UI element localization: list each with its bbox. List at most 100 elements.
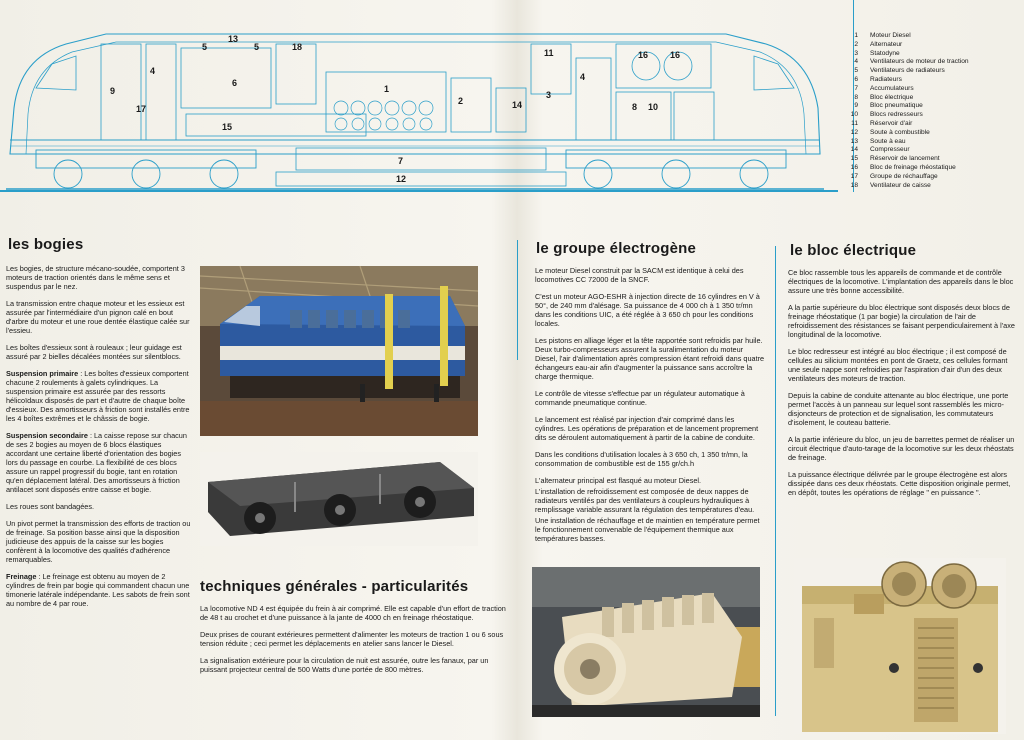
legend-number: 8: [854, 93, 858, 101]
legend-item: 9 Bloc pneumatique: [840, 102, 1020, 111]
paragraph: La signalisation extérieure pour la circ…: [200, 656, 489, 674]
paragraph-body: : Les boîtes d'essieux comportent chacun…: [6, 369, 190, 423]
diagram-label: 9: [110, 86, 116, 96]
legend-item: 6 Radiateurs: [840, 76, 1020, 85]
legend-number: 3: [854, 49, 858, 57]
legend-number: 6: [854, 75, 858, 83]
legend-number: 15: [850, 155, 858, 163]
legend-number: 13: [850, 137, 858, 145]
diagram-label: 5: [254, 42, 260, 52]
legend-number: 10: [850, 111, 858, 119]
legend-text: Bloc pneumatique: [870, 102, 923, 110]
electrical-block-photo: [794, 558, 1006, 734]
column-rule: [517, 240, 518, 360]
legend-separator: [853, 0, 854, 192]
legend-text: Statodyne: [870, 49, 900, 57]
bogies-text: Les bogies, de structure mécano-soudée, …: [6, 264, 194, 616]
paragraph: Depuis la cabine de conduite attenante a…: [788, 391, 1009, 427]
legend-number: 12: [850, 128, 858, 136]
paragraph: Les boîtes d'essieux sont à rouleaux ; l…: [6, 343, 182, 361]
paragraph: Suspension secondaire : La caisse repose…: [6, 431, 194, 494]
paragraph: Les bogies, de structure mécano-soudée, …: [6, 264, 185, 291]
paragraph: A la partie inférieure du bloc, un jeu d…: [788, 435, 1015, 462]
diagram-label: 10: [648, 102, 659, 112]
diagram-label: 6: [232, 78, 238, 88]
bogies-heading: les bogies: [8, 236, 84, 253]
legend-text: Moteur Diesel: [870, 32, 911, 39]
groupe-heading: le groupe électrogène: [536, 240, 697, 257]
paragraph: Suspension primaire : Les boîtes d'essie…: [6, 369, 194, 423]
diagram-label: 8: [632, 102, 638, 112]
paragraph: La locomotive ND 4 est équipée du frein …: [200, 604, 506, 622]
bogie-photo: [200, 452, 478, 546]
legend-item: 12 Soute à combustible: [840, 129, 1020, 138]
legend-item: 1 Moteur Diesel: [840, 32, 1020, 41]
legend-number: 11: [851, 119, 858, 127]
paragraph: Le moteur Diesel construit par la SACM e…: [535, 266, 744, 284]
legend-item: 13 Soute à eau: [840, 138, 1020, 147]
legend-item: 8 Bloc électrique: [840, 94, 1020, 103]
legend-text: Soute à eau: [870, 137, 906, 145]
paragraph: C'est un moteur AGO-ESHR à injection dir…: [535, 292, 760, 328]
legend-item: 15 Réservoir de lancement: [840, 155, 1020, 164]
diagram-label: 13: [228, 34, 239, 44]
paragraph-body: : Le freinage est obtenu au moyen de 2 c…: [6, 572, 190, 608]
legend-item: 10 Blocs redresseurs: [840, 111, 1020, 120]
legend-text: Soute à combustible: [870, 128, 930, 136]
column-rule: [775, 246, 776, 716]
paragraph: L'alternateur principal est flasqué au m…: [535, 476, 702, 485]
diagram-label: 11: [544, 48, 554, 58]
bloc-text: Ce bloc rassemble tous les appareils de …: [788, 268, 1020, 505]
paragraph: Le lancement est réalisé par injection d…: [535, 415, 759, 442]
paragraph: Le contrôle de vitesse s'effectue par un…: [535, 389, 745, 407]
diagram-label: 12: [396, 174, 407, 184]
legend-text: Ventilateur de caisse: [870, 181, 931, 189]
legend-text: Réservoir de lancement: [870, 155, 940, 163]
paragraph: La transmission entre chaque moteur et l…: [6, 299, 190, 335]
paragraph-title: Suspension secondaire: [6, 431, 88, 440]
legend-text: Alternateur: [870, 40, 903, 48]
legend-number: 1: [854, 32, 858, 39]
diagram-label: 7: [398, 156, 404, 166]
diagram-baseline: [0, 190, 838, 192]
legend-item: 3 Statodyne: [840, 50, 1020, 59]
legend-text: Bloc électrique: [870, 93, 914, 101]
groupe-text: Le moteur Diesel construit par la SACM e…: [535, 266, 767, 551]
locomotive-workshop-photo: [200, 266, 478, 436]
legend-text: Groupe de réchauffage: [870, 172, 938, 180]
paragraph: Deux prises de courant extérieures perme…: [200, 630, 504, 648]
paragraph: Un pivot permet la transmission des effo…: [6, 519, 191, 564]
paragraph-body: : La caisse repose sur chacun de ses 2 b…: [6, 431, 187, 494]
paragraph: A la partie supérieure du bloc électriqu…: [788, 303, 1015, 339]
diagram-label: 2: [458, 96, 464, 106]
diagram-label: 16: [670, 50, 681, 60]
diagram-label: 14: [512, 100, 523, 110]
legend-text: Radiateurs: [870, 75, 902, 83]
diagram-label: 3: [546, 90, 552, 100]
legend-text: Blocs redresseurs: [870, 111, 923, 119]
legend-number: 14: [850, 146, 858, 154]
legend-number: 7: [854, 84, 858, 92]
paragraph: La puissance électrique délivrée par le …: [788, 470, 1011, 497]
legend-text: Ventilateurs de moteur de traction: [870, 58, 969, 66]
paragraph-title: Suspension primaire: [6, 369, 79, 378]
diagram-label: 18: [292, 42, 303, 52]
legend-number: 16: [850, 163, 858, 171]
diesel-engine-photo: [532, 567, 760, 717]
paragraph: Une installation de réchauffage et de ma…: [535, 516, 760, 543]
diagram-label: 4: [580, 72, 586, 82]
paragraph: Ce bloc rassemble tous les appareils de …: [788, 268, 1014, 295]
bloc-heading: le bloc électrique: [790, 242, 917, 259]
paragraph: Dans les conditions d'utilisation locale…: [535, 450, 748, 468]
paragraph: L'installation de refroidissement est co…: [535, 487, 755, 514]
diagram-label: 17: [136, 104, 147, 114]
paragraph: Les roues sont bandagées.: [6, 502, 95, 511]
legend-text: Compresseur: [870, 146, 910, 154]
diagram-label: 4: [150, 66, 156, 76]
legend-number: 9: [854, 102, 858, 110]
diagram-label: 16: [638, 50, 649, 60]
